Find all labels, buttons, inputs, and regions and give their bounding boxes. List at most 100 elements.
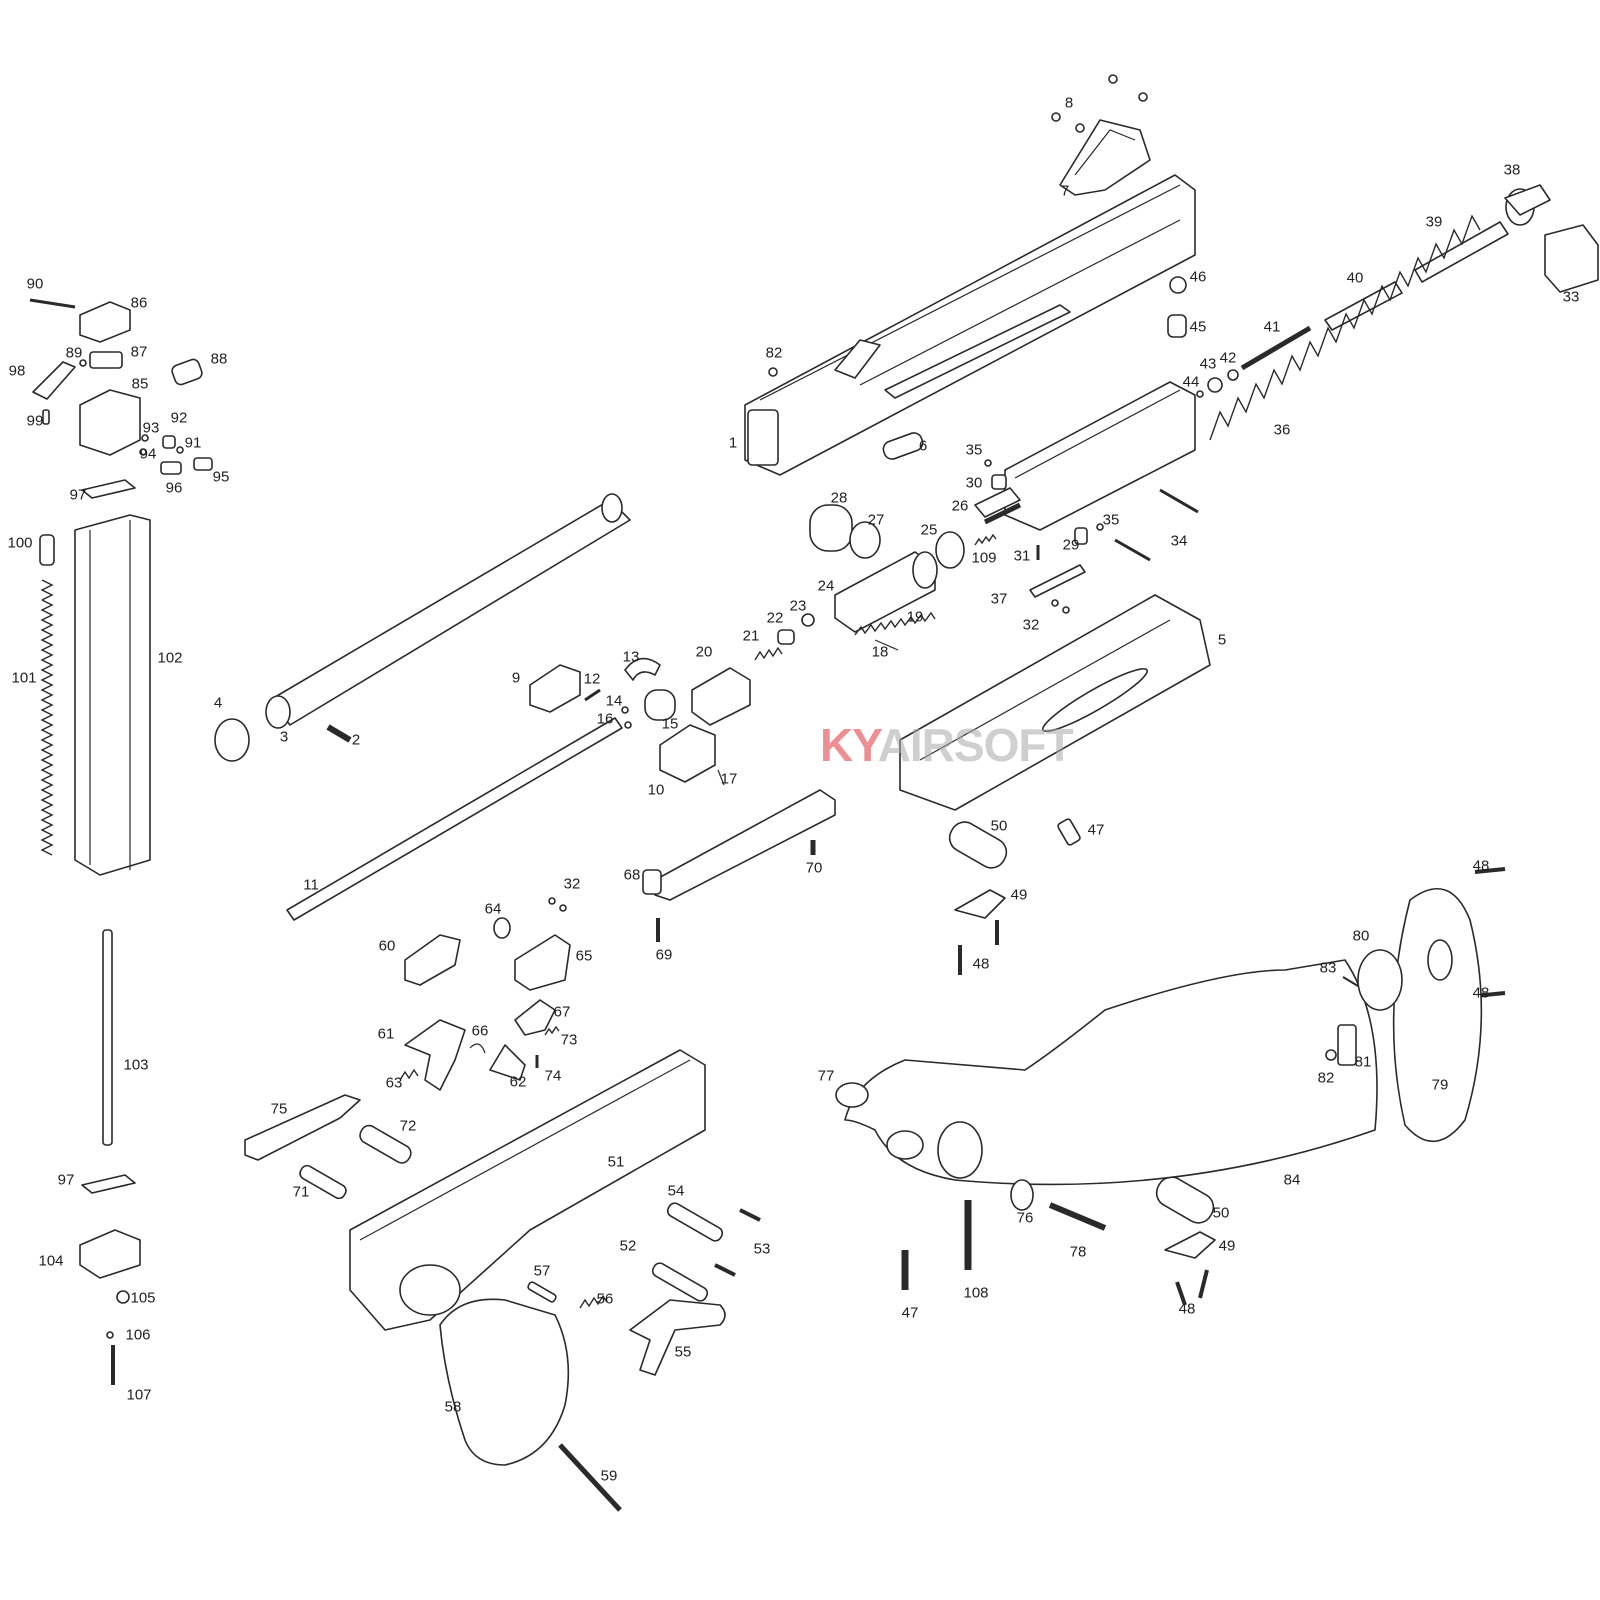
part-label-3: 3 (279, 728, 289, 746)
buffer (1544, 224, 1599, 293)
part-label-100: 100 (7, 534, 33, 552)
part-label-31: 31 (1013, 547, 1031, 565)
pin-12 (584, 688, 601, 702)
part-93 (141, 434, 149, 442)
part-label-90: 90 (26, 275, 44, 293)
part-label-20: 20 (695, 643, 713, 661)
part-87 (89, 351, 123, 369)
part-label-25: 25 (920, 521, 938, 539)
watermark-logo: KYAIRSOFT (820, 718, 1074, 772)
part-label-54: 54 (667, 1182, 685, 1200)
valve-rod-103 (102, 929, 113, 1146)
base-104 (79, 1229, 141, 1279)
inner-barrel (286, 717, 623, 921)
swivel-base-49a (954, 889, 1006, 919)
pin-54 (666, 1202, 724, 1242)
bolt-assembly (974, 381, 1196, 531)
part-label-27: 27 (867, 511, 885, 529)
screw-47a (1057, 818, 1081, 846)
part-label-43: 43 (1199, 355, 1217, 373)
part-label-84: 84 (1283, 1171, 1301, 1189)
swivel-50b (1155, 1176, 1215, 1224)
part-95 (193, 457, 213, 471)
spring-73 (544, 1025, 560, 1036)
gasket-97a (81, 479, 136, 499)
part-label-39: 39 (1425, 213, 1443, 231)
spring-99 (42, 409, 50, 425)
part-65 (514, 934, 571, 991)
pin-52 (651, 1262, 709, 1302)
screw-17 (717, 769, 725, 786)
part-61 (404, 1019, 466, 1091)
part-37 (1029, 564, 1086, 598)
part-label-48d: 48 (1178, 1300, 1196, 1318)
part-label-7: 7 (1060, 182, 1070, 200)
screw-59 (558, 1443, 622, 1512)
screw-82a (768, 367, 778, 377)
part-label-48c: 48 (972, 955, 990, 973)
part-80 (1357, 949, 1403, 1011)
part-98 (32, 361, 76, 400)
part-26 (983, 502, 1022, 525)
part-label-87: 87 (130, 343, 148, 361)
chamber-20 (691, 667, 751, 726)
part-label-103: 103 (123, 1056, 149, 1074)
part-9 (529, 664, 581, 713)
part-label-86: 86 (130, 294, 148, 312)
swivel-50a (948, 821, 1008, 869)
part-label-60: 60 (378, 937, 396, 955)
part-label-66: 66 (471, 1022, 489, 1040)
part-label-99: 99 (26, 412, 44, 430)
part-label-83: 83 (1319, 959, 1337, 977)
part-label-105: 105 (130, 1289, 156, 1307)
screw-32c (1051, 599, 1059, 607)
part-91 (176, 446, 184, 454)
part-label-21: 21 (742, 627, 760, 645)
part-label-37: 37 (990, 590, 1008, 608)
part-label-40: 40 (1346, 269, 1364, 287)
part-label-77: 77 (817, 1067, 835, 1085)
part-label-106: 106 (125, 1326, 151, 1344)
muzzle-4 (214, 718, 250, 762)
pin-57 (527, 1281, 557, 1303)
spring-21 (754, 646, 783, 661)
part-label-47b: 47 (901, 1304, 919, 1322)
screws-8 (1051, 74, 1148, 133)
plate-6 (882, 432, 924, 460)
part-15 (644, 689, 676, 721)
part-label-71: 71 (292, 1183, 310, 1201)
part-label-13: 13 (622, 648, 640, 666)
spring-109 (974, 533, 997, 546)
part-28 (809, 504, 853, 552)
part-label-12: 12 (583, 670, 601, 688)
part-label-101: 101 (11, 669, 37, 687)
part-label-26: 26 (951, 497, 969, 515)
screw-82b (1325, 1049, 1337, 1061)
part-label-55: 55 (674, 1343, 692, 1361)
part-60 (404, 934, 461, 986)
part-16 (624, 721, 632, 729)
part-label-45: 45 (1189, 318, 1207, 336)
part-label-102: 102 (157, 649, 183, 667)
o-ring-25 (935, 531, 965, 569)
washer-76 (1010, 1179, 1034, 1211)
lever-68 (654, 789, 836, 901)
spring-56 (579, 1294, 608, 1309)
part-label-65: 65 (575, 947, 593, 965)
guide-rod-39 (1414, 221, 1509, 283)
part-label-107: 107 (126, 1386, 152, 1404)
part-46 (1169, 276, 1187, 294)
spring-66 (469, 1043, 486, 1054)
watermark-part1: KY (820, 719, 879, 771)
part-label-88: 88 (210, 350, 228, 368)
part-label-70: 70 (805, 859, 823, 877)
screw-35a (984, 459, 992, 467)
screw-105 (116, 1290, 130, 1304)
part-96 (160, 461, 182, 475)
part-67 (514, 999, 556, 1036)
lower-receiver (349, 1049, 706, 1331)
part-label-94: 94 (139, 445, 157, 463)
pin-83 (1342, 976, 1359, 987)
